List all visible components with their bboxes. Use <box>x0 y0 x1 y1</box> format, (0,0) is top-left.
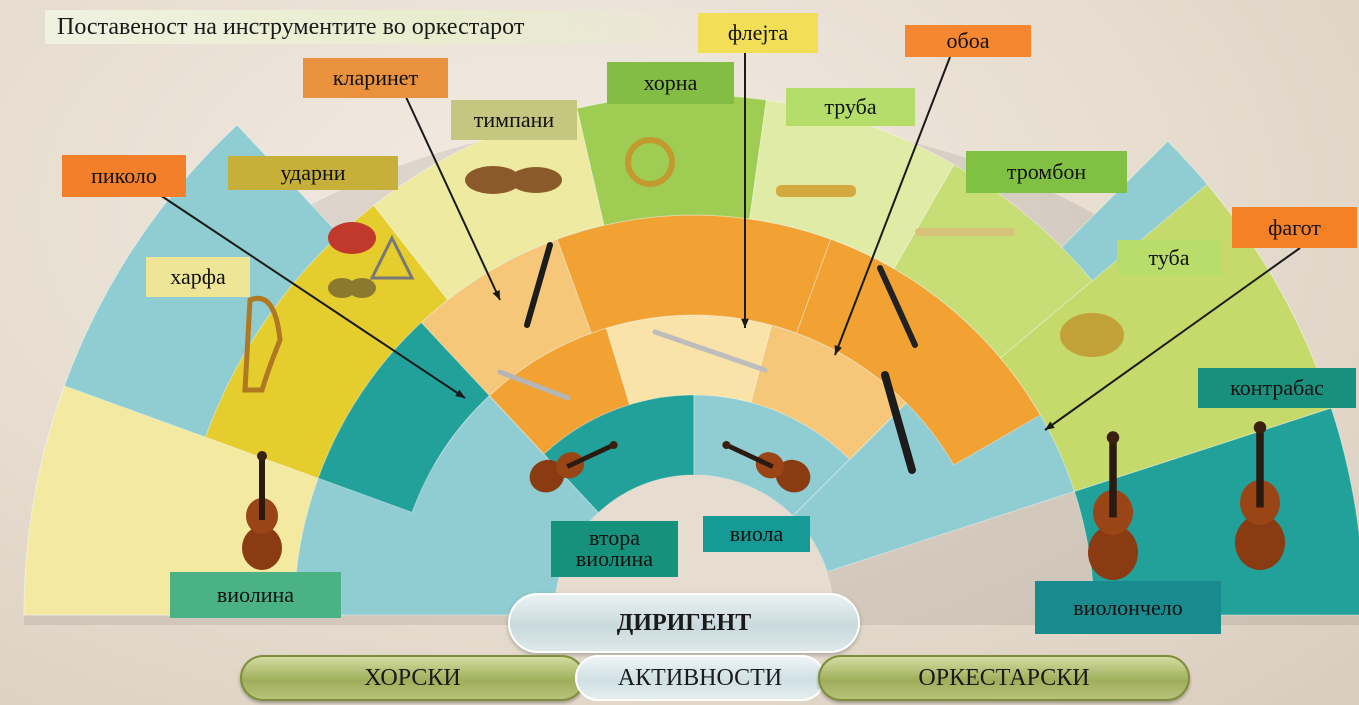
pointer-clarinet <box>405 96 501 301</box>
diagram-title: Поставеност на инструментите во оркестар… <box>45 10 707 44</box>
label-clarinet: кларинет <box>303 58 448 98</box>
conductor-podium: ДИРИГЕНТ <box>508 593 860 653</box>
orchestral-button[interactable]: ОРКЕСТАРСКИ <box>818 655 1190 701</box>
second-violin-icon <box>529 440 618 493</box>
label-second-violin: втора виолина <box>551 521 678 577</box>
label-oboe: обоа <box>905 25 1031 57</box>
sector-trombone <box>893 163 1094 359</box>
timpani-icon <box>465 166 521 194</box>
pointer-flute-arrowhead <box>741 318 749 328</box>
cymbal-icon <box>328 278 356 298</box>
sector-timpani <box>373 107 605 301</box>
piccolo-icon <box>497 369 571 401</box>
clarinet-icon <box>524 242 553 328</box>
sector-double-bass <box>1073 407 1359 616</box>
choral-button[interactable]: ХОРСКИ <box>240 655 585 701</box>
label-pointers <box>159 53 1301 431</box>
label-trombone: тромбон <box>966 151 1127 193</box>
pointer-piccolo <box>159 194 466 399</box>
pointer-clarinet-arrowhead <box>492 290 500 300</box>
bassoon-icon <box>881 371 916 474</box>
label-bassoon: фагот <box>1232 207 1357 248</box>
sector-wind-top <box>556 214 832 334</box>
label-trumpet: труба <box>786 88 915 126</box>
seating-sectors <box>23 94 1359 616</box>
viola-icon <box>722 440 811 493</box>
label-violin: виолина <box>170 572 341 618</box>
cello-icon <box>1088 431 1138 580</box>
flute-icon <box>652 329 768 373</box>
pointer-bassoon-arrowhead <box>1045 421 1055 430</box>
cymbal-icon <box>348 278 376 298</box>
sector-oboe <box>750 324 907 461</box>
activities-button[interactable]: АКТИВНОСТИ <box>575 655 825 701</box>
triangle-icon <box>369 234 415 280</box>
label-viola: виола <box>703 516 810 552</box>
pointer-oboe-arrowhead <box>834 345 842 355</box>
label-cello: виолончело <box>1035 581 1221 634</box>
label-percussion: ударни <box>228 156 398 190</box>
label-piccolo: пиколо <box>62 155 186 197</box>
conductor-arch <box>554 475 834 615</box>
trumpet-icon <box>776 185 856 197</box>
trombone-icon <box>915 228 1015 236</box>
instrument-pictures <box>242 137 1285 580</box>
sector-percussion <box>204 204 449 479</box>
pointer-piccolo-arrowhead <box>455 389 465 398</box>
tuba-icon <box>1060 313 1124 357</box>
label-harp: харфа <box>146 257 250 297</box>
label-tuba: туба <box>1117 240 1221 276</box>
sector-flute <box>605 314 773 406</box>
horn-icon <box>625 137 675 187</box>
pointer-bassoon <box>1044 247 1301 431</box>
label-double-bass: контрабас <box>1198 368 1356 408</box>
violin-icon <box>242 451 282 570</box>
double-bass-icon <box>1235 421 1285 570</box>
label-horn: хорна <box>607 62 734 104</box>
snare-drum-icon <box>328 222 376 254</box>
label-timpani: тимпани <box>451 100 577 140</box>
label-flute: флејта <box>698 13 818 53</box>
pointer-oboe <box>834 56 951 356</box>
harp-icon <box>242 296 283 393</box>
timpani-icon <box>510 167 562 193</box>
oboe-icon <box>877 265 918 348</box>
